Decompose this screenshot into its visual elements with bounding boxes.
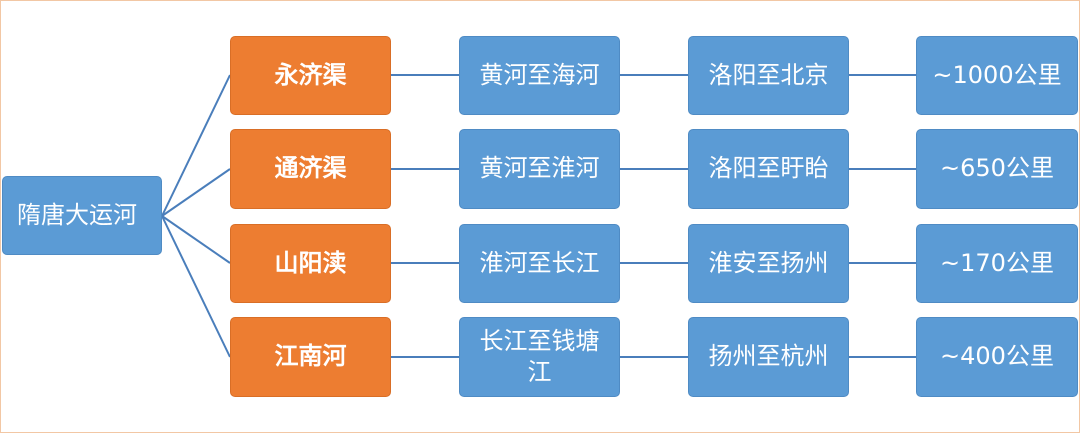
length-node: ~1000公里 [916, 36, 1078, 115]
branch-line-3 [161, 215, 231, 358]
canal-node: 江南河 [230, 317, 391, 397]
branch-line-1 [161, 168, 231, 217]
city-span-node: 洛阳至盱眙 [688, 129, 849, 209]
canal-node: 山阳渎 [230, 224, 391, 303]
length-node: ~400公里 [916, 317, 1078, 397]
branch-line-0 [161, 74, 231, 217]
canal-node: 永济渠 [230, 36, 391, 115]
city-span-node: 扬州至杭州 [688, 317, 849, 397]
canal-node: 通济渠 [230, 129, 391, 209]
length-node: ~650公里 [916, 129, 1078, 209]
river-span-node: 黄河至海河 [459, 36, 620, 115]
river-span-node: 淮河至长江 [459, 224, 620, 303]
branch-line-2 [161, 215, 231, 264]
river-span-node: 长江至钱塘江 [459, 317, 620, 397]
length-node: ~170公里 [916, 224, 1078, 303]
city-span-node: 淮安至扬州 [688, 224, 849, 303]
river-span-node: 黄河至淮河 [459, 129, 620, 209]
root-node: 隋唐大运河 [2, 176, 162, 255]
city-span-node: 洛阳至北京 [688, 36, 849, 115]
